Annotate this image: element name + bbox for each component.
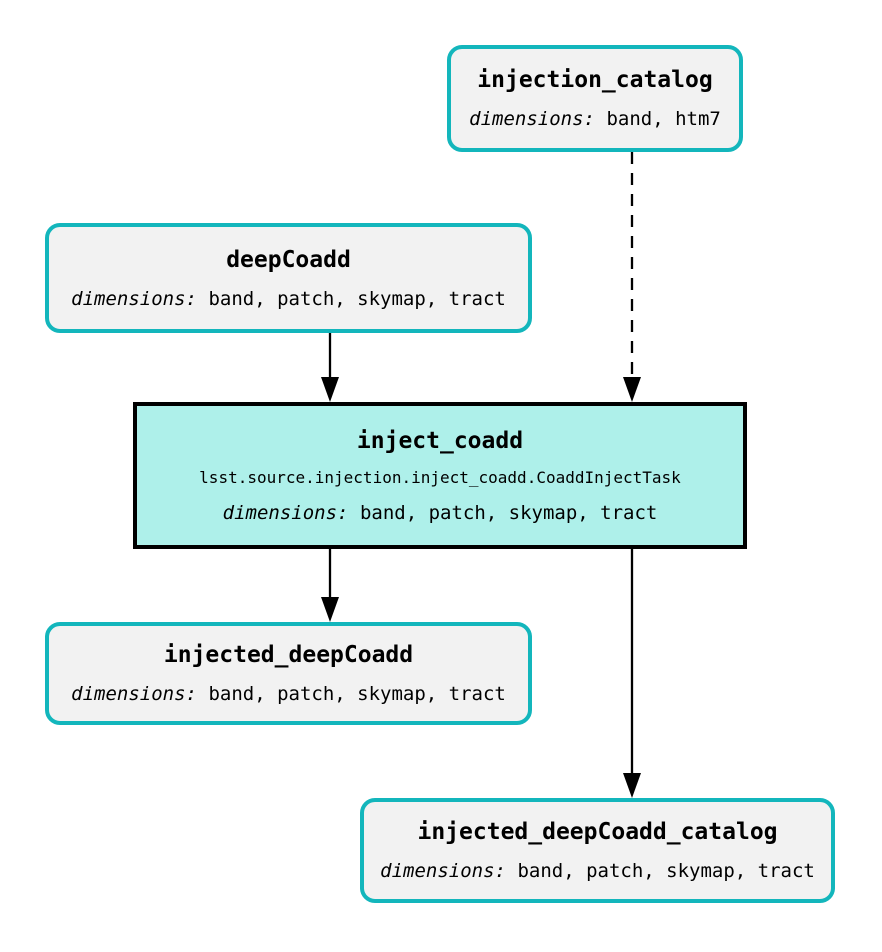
node-title: inject_coadd	[356, 427, 524, 454]
arrowhead-icon	[321, 377, 339, 402]
node-dimensions: dimensions: band, patch, skymap, tract	[71, 287, 506, 311]
edge-inject_coadd-to-injected_deepCoadd	[321, 549, 339, 622]
arrowhead-icon	[321, 597, 339, 622]
task-class-path: lsst.source.injection.inject_coadd.Coadd…	[199, 467, 681, 487]
node-title: injection_catalog	[477, 67, 713, 93]
dimensions-values: band, htm7	[606, 108, 721, 130]
dimensions-label: dimensions:	[71, 683, 197, 705]
dimensions-label: dimensions:	[71, 287, 197, 310]
node-dimensions: dimensions: band, patch, skymap, tract	[380, 859, 815, 883]
dimensions-label: dimensions:	[222, 501, 349, 524]
node-inject-coadd-task: inject_coadd lsst.source.injection.injec…	[133, 402, 747, 549]
node-deepcoadd: deepCoadd dimensions: band, patch, skyma…	[45, 223, 532, 333]
node-injected-deepcoadd-catalog: injected_deepCoadd_catalog dimensions: b…	[360, 798, 835, 903]
node-dimensions: dimensions: band, htm7	[469, 107, 721, 131]
dimensions-label: dimensions:	[469, 108, 595, 130]
dimensions-values: band, patch, skymap, tract	[517, 860, 815, 882]
node-title: injected_deepCoadd	[163, 642, 414, 668]
edge-injection_catalog-to-inject_coadd	[623, 152, 641, 402]
node-dimensions: dimensions: band, patch, skymap, tract	[223, 501, 658, 525]
dimensions-values: band, patch, skymap, tract	[208, 287, 506, 310]
node-title: deepCoadd	[226, 246, 351, 273]
dimensions-label: dimensions:	[380, 860, 506, 882]
node-injection-catalog: injection_catalog dimensions: band, htm7	[447, 45, 743, 152]
node-dimensions: dimensions: band, patch, skymap, tract	[71, 682, 506, 706]
node-title: injected_deepCoadd_catalog	[417, 819, 778, 845]
node-injected-deepcoadd: injected_deepCoadd dimensions: band, pat…	[45, 622, 532, 725]
edge-inject_coadd-to-injected_deepCoadd_catalog	[623, 549, 641, 798]
arrowhead-icon	[623, 773, 641, 798]
dimensions-values: band, patch, skymap, tract	[359, 501, 658, 524]
dimensions-values: band, patch, skymap, tract	[208, 683, 506, 705]
arrowhead-icon	[623, 377, 641, 402]
edge-deepCoadd-to-inject_coadd	[321, 333, 339, 402]
